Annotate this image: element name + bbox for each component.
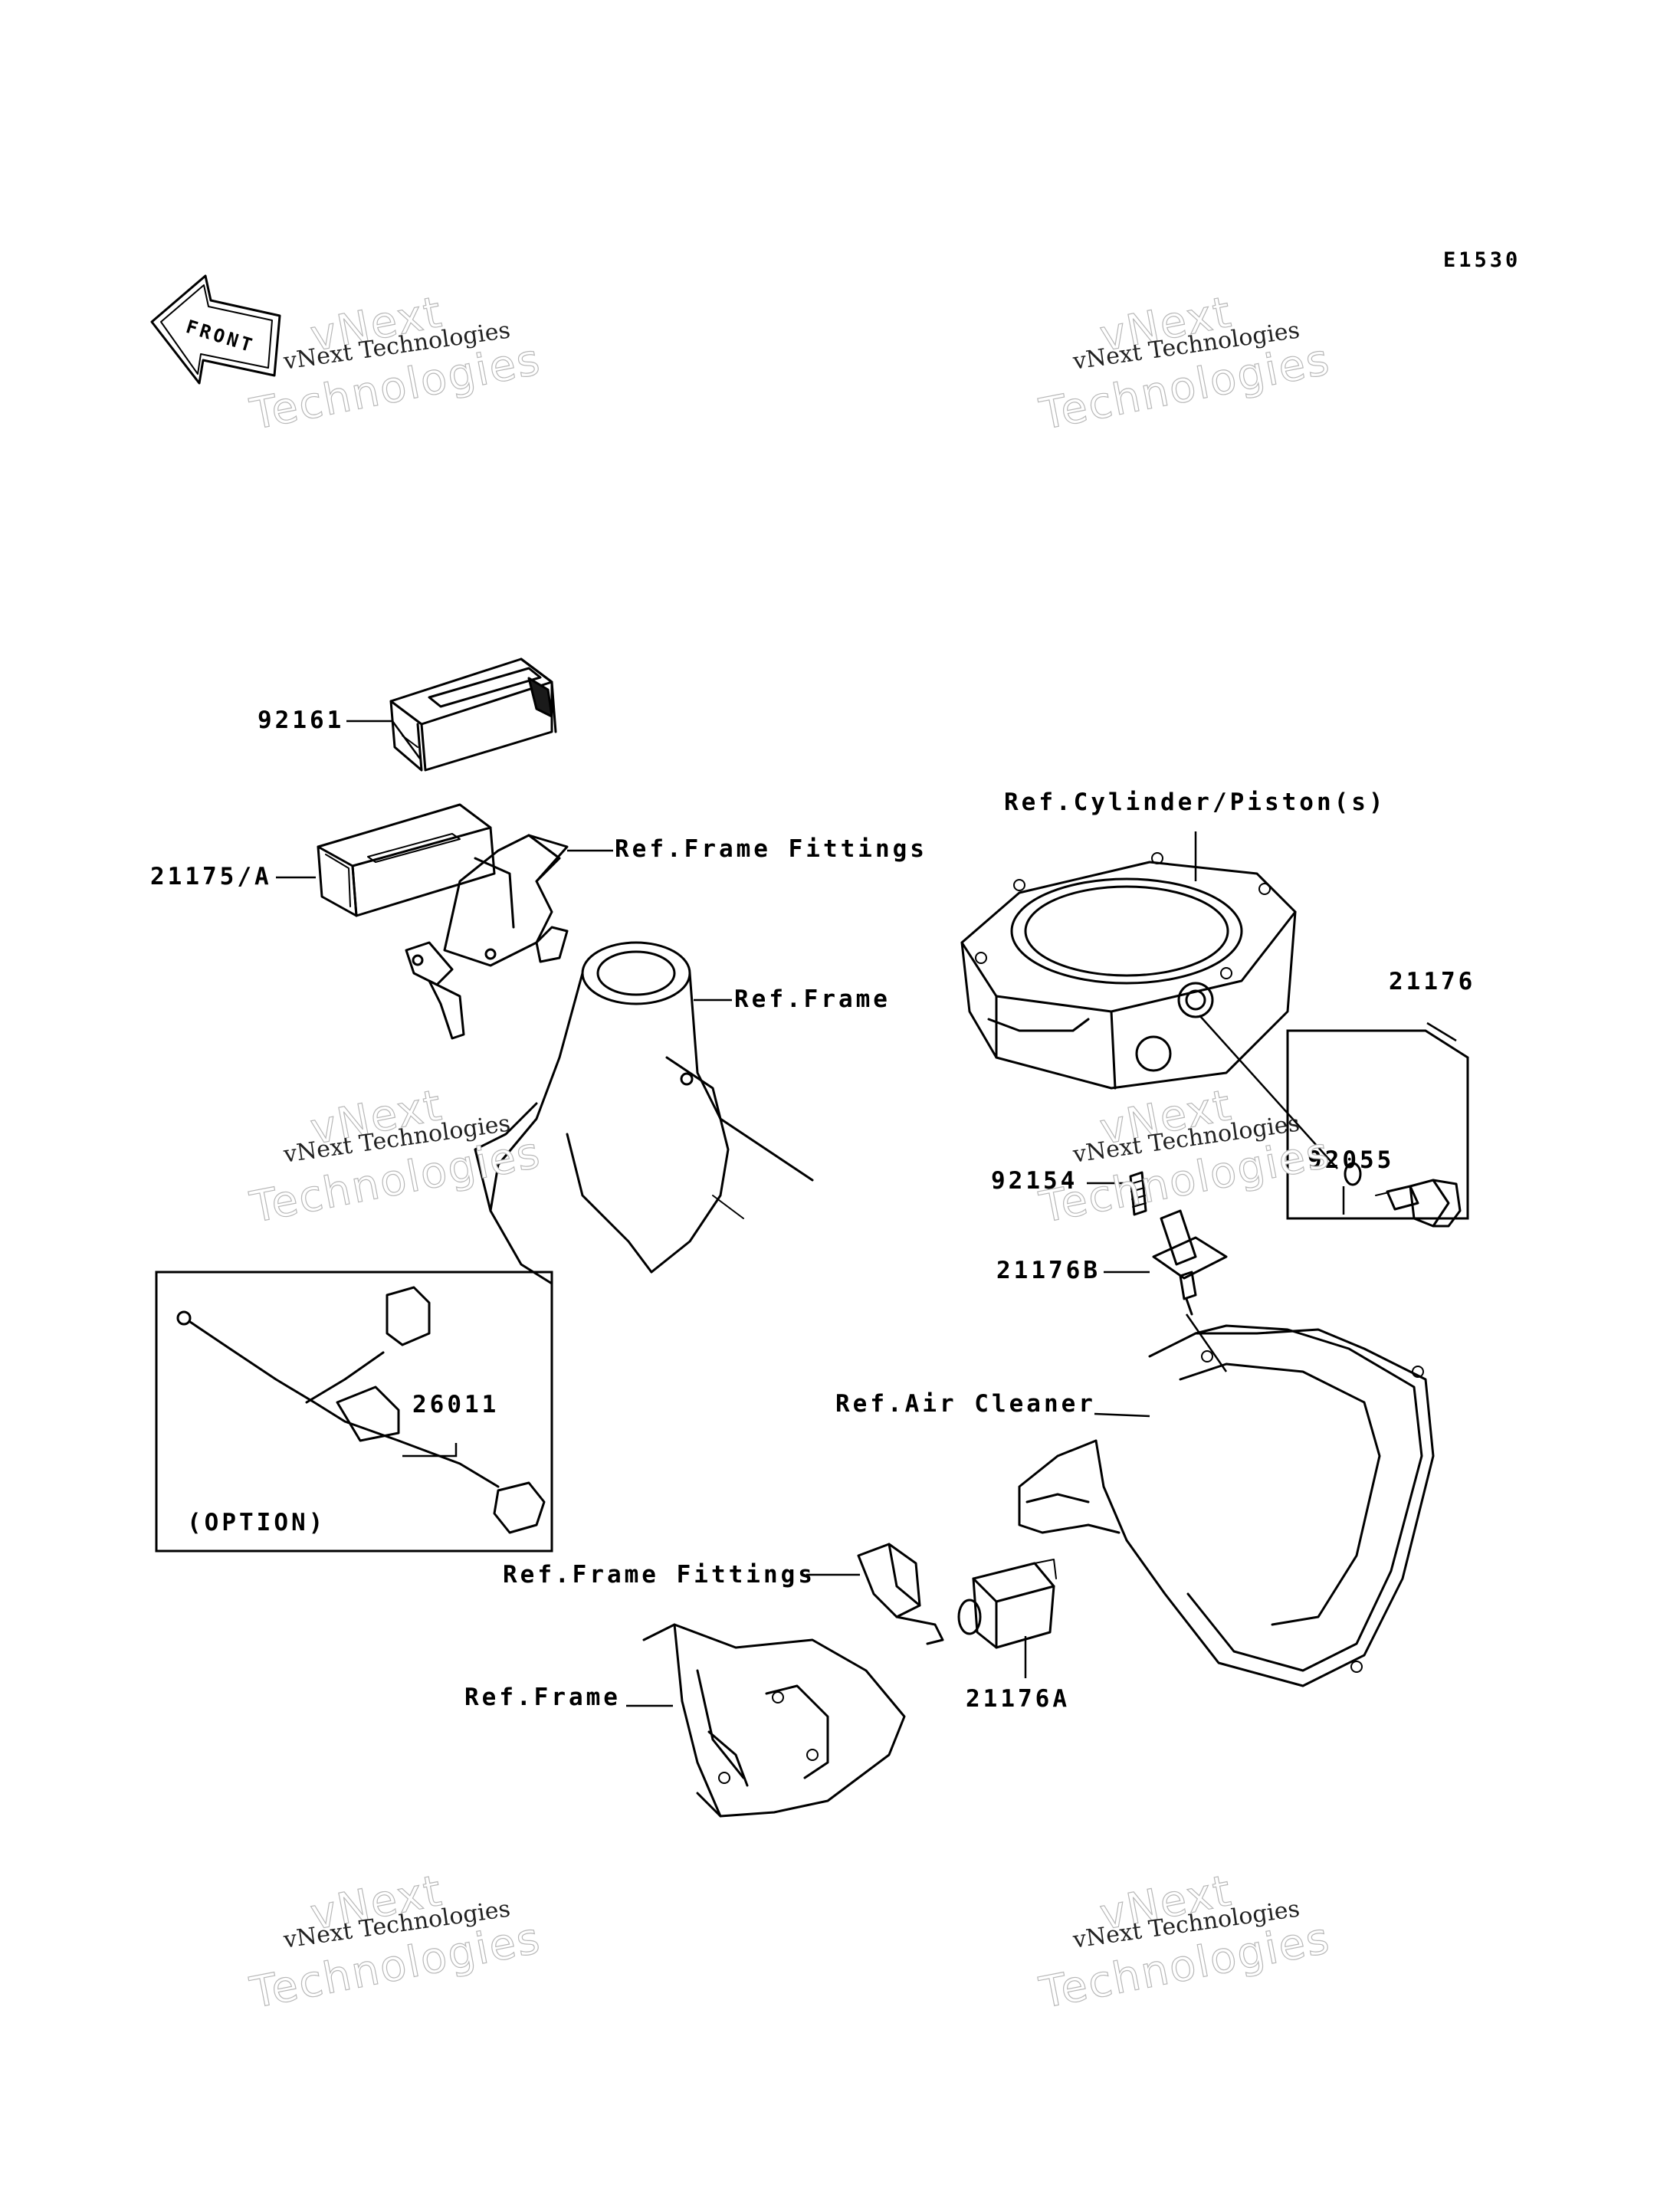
- label-option: (OPTION): [187, 1509, 326, 1536]
- ecu-bracket: [405, 834, 569, 1040]
- label-92055: 92055: [1308, 1146, 1395, 1174]
- cylinder-part: [960, 852, 1297, 1090]
- frame-head-tube: [474, 941, 814, 1285]
- sensor-group-box: [1286, 1029, 1469, 1220]
- label-ref-frame-fittings-top: Ref.Frame Fittings: [615, 835, 927, 863]
- label-ref-cylinder-piston: Ref.Cylinder/Piston(s): [1004, 789, 1386, 816]
- relay-part: [957, 1559, 1057, 1649]
- frame-lower-section: [642, 1623, 906, 1818]
- label-ref-frame-top: Ref.Frame: [734, 985, 891, 1013]
- label-21175A: 21175/A: [150, 863, 272, 890]
- label-21176A: 21176A: [966, 1685, 1070, 1713]
- leader-lines: [276, 720, 1457, 1707]
- label-ref-frame-bottom: Ref.Frame: [464, 1684, 621, 1711]
- label-ref-air-cleaner: Ref.Air Cleaner: [835, 1390, 1096, 1418]
- relay-bracket: [857, 1543, 944, 1645]
- air-cleaner-part: [1018, 1324, 1435, 1687]
- harness-part: [176, 1286, 546, 1534]
- front-arrow-icon: [150, 274, 281, 385]
- bolt-part: [1129, 1171, 1147, 1216]
- ecu-unit-part: [317, 803, 496, 917]
- label-92154: 92154: [991, 1167, 1078, 1195]
- label-ref-frame-fittings-bottom: Ref.Frame Fittings: [503, 1561, 815, 1589]
- option-harness-box: [155, 1271, 553, 1553]
- label-21176: 21176: [1389, 968, 1476, 995]
- intake-sensor-part: [1152, 1209, 1228, 1316]
- diagram-code: E1530: [1443, 248, 1521, 272]
- temperature-sensor-part: [1344, 1162, 1462, 1228]
- label-26011: 26011: [412, 1391, 500, 1418]
- ecu-cover-part: [389, 657, 557, 772]
- label-92161: 92161: [258, 707, 345, 734]
- label-21176B: 21176B: [996, 1257, 1101, 1284]
